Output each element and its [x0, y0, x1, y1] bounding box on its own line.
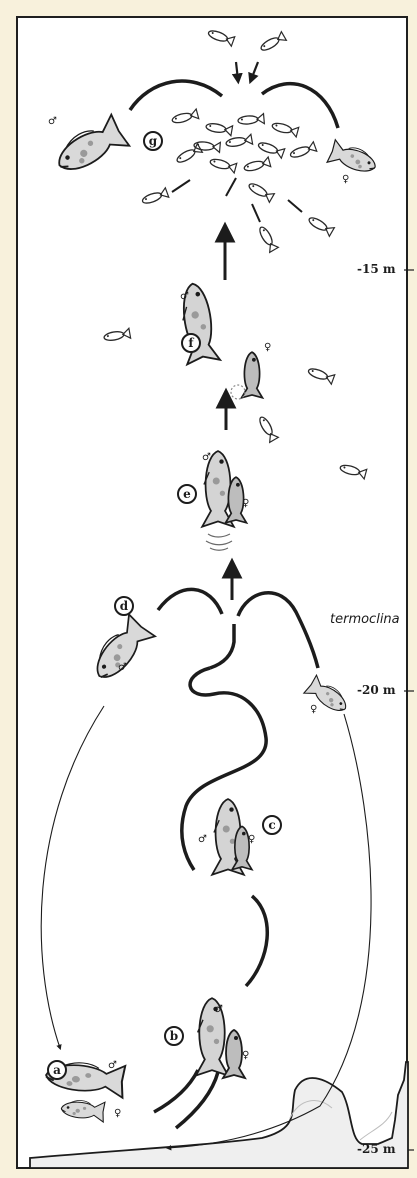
stage-label-g: g [143, 131, 163, 151]
stage-label-f: f [181, 333, 201, 353]
stage-label-b: b [164, 1026, 184, 1046]
female-symbol: ♀ [310, 704, 317, 715]
stage-g-group [50, 28, 379, 252]
male-symbol: ♂ [214, 1004, 223, 1015]
male-symbol: ♂ [202, 452, 211, 463]
arrow-arc-right-top [262, 84, 338, 128]
depth-label-15m: -15 m [357, 262, 396, 276]
male-symbol: ♂ [118, 662, 127, 673]
female-symbol: ♀ [248, 834, 255, 845]
depth-label-20m: -20 m [357, 683, 396, 697]
stage-label-c: c [262, 815, 282, 835]
stage-label-e: e [177, 484, 197, 504]
stage-label-d: d [114, 596, 134, 616]
male-symbol: ♂ [48, 116, 57, 127]
male-symbol: ♂ [108, 1060, 117, 1071]
female-symbol: ♀ [114, 1108, 121, 1119]
female-symbol: ♀ [242, 498, 249, 509]
female-symbol: ♀ [342, 174, 349, 185]
arrow-arc-left-top [130, 81, 222, 110]
male-symbol: ♂ [198, 834, 207, 845]
female-symbol: ♀ [264, 342, 271, 353]
stage-label-a: a [47, 1060, 67, 1080]
thermocline-label: termoclina [330, 612, 400, 627]
female-symbol: ♀ [242, 1050, 249, 1061]
male-symbol: ♂ [180, 291, 189, 302]
depth-label-25m: -25 m [357, 1142, 396, 1156]
